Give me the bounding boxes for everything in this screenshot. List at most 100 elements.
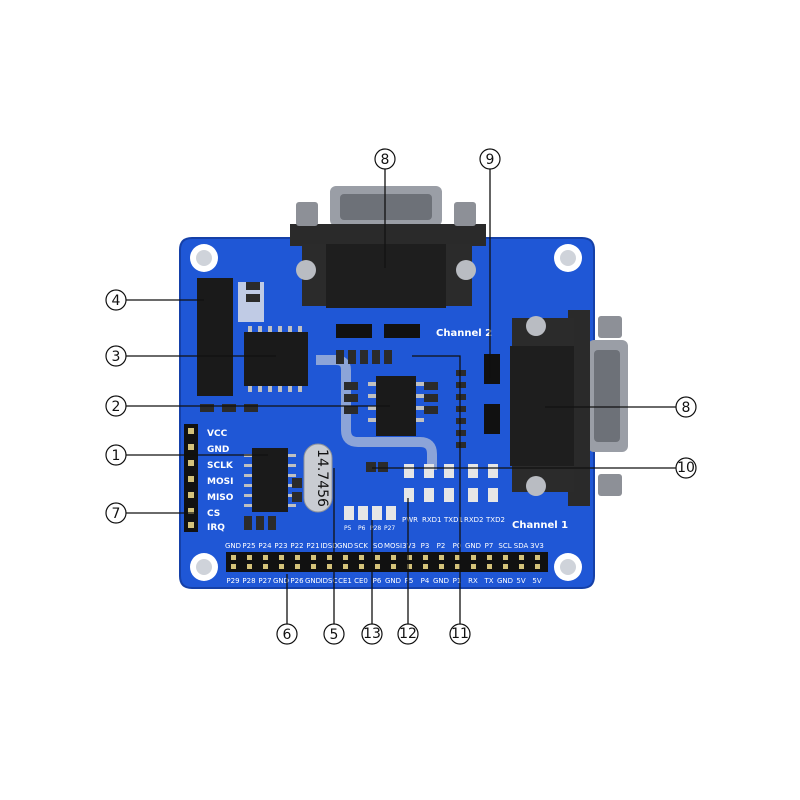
callout-7: 7: [105, 502, 127, 524]
spi-label-gnd: GND: [207, 445, 229, 455]
callout-8-right: 8: [675, 396, 697, 418]
channel1-label: Channel 1: [512, 520, 568, 531]
header-pin: [455, 555, 460, 560]
header-pin: [327, 555, 332, 560]
header-pin: [343, 555, 348, 560]
callout-5: 5: [323, 623, 345, 645]
svg-text:5: 5: [330, 627, 339, 643]
spi-label-vcc: VCC: [207, 429, 228, 439]
header-pin: [407, 555, 412, 560]
header-pin: [455, 564, 460, 569]
solder-jumpers: P5 P6 P28 P27: [344, 506, 396, 532]
header-pin: [327, 564, 332, 569]
header-top-label: SDA: [514, 542, 529, 550]
svg-text:2: 2: [112, 399, 121, 415]
header-top-label: P0: [453, 542, 462, 550]
header-top-label: SCK: [354, 542, 368, 550]
svg-text:6: 6: [283, 627, 292, 643]
header-top-label: GND: [225, 542, 241, 550]
header-pin: [295, 555, 300, 560]
header-top-label: MOSI: [384, 542, 402, 550]
spi-label-miso: MISO: [207, 493, 234, 503]
header-pin: [375, 555, 380, 560]
callout-12: 12: [397, 623, 419, 645]
ic-u1: [244, 448, 296, 512]
header-top-label: P2: [437, 542, 446, 550]
header-pin: [231, 555, 236, 560]
callout-3: 3: [105, 345, 127, 367]
header-bottom-label: P4: [421, 577, 430, 585]
header-bottom-label: 5V: [516, 577, 525, 585]
header-top-label: P3: [421, 542, 430, 550]
db9-connector-channel1: [510, 310, 628, 506]
header-bottom-label: P28: [242, 577, 255, 585]
header-top-label: P24: [258, 542, 272, 550]
led-label-txd2: TXD2: [485, 516, 505, 524]
header-pin: [471, 564, 476, 569]
header-bottom-label: TX: [483, 577, 493, 585]
svg-text:13: 13: [363, 626, 381, 642]
callout-1: 1: [105, 444, 127, 466]
callout-13: 13: [361, 623, 383, 645]
svg-text:11: 11: [451, 626, 469, 642]
header-pin: [423, 555, 428, 560]
led-label-rxd1: RXD1: [422, 516, 442, 524]
header-pin: [471, 555, 476, 560]
header-pin: [535, 564, 540, 569]
header-pin: [359, 555, 364, 560]
spi-pin-header: VCC GND SCLK MOSI MISO CS IRQ: [184, 424, 234, 533]
header-bottom-label: GND: [273, 577, 289, 585]
header-top-label: SCL: [498, 542, 511, 550]
header-bottom-label: P27: [258, 577, 271, 585]
callout-8-top: 8: [374, 148, 396, 170]
header-bottom-label: GND: [497, 577, 513, 585]
header-bottom-label: RX: [468, 577, 478, 585]
header-bottom-label: P26: [290, 577, 304, 585]
svg-text:12: 12: [399, 626, 417, 642]
header-pin: [375, 564, 380, 569]
header-bottom-label: 5V: [532, 577, 541, 585]
header-pin: [423, 564, 428, 569]
svg-text:8: 8: [682, 400, 691, 416]
header-pin: [231, 564, 236, 569]
ic-u3: [244, 326, 308, 392]
header-top-label: GND: [337, 542, 353, 550]
callout-10: 10: [675, 457, 697, 479]
jumper-label-p6: P6: [358, 525, 366, 532]
header-pin: [247, 555, 252, 560]
header-pin: [391, 555, 396, 560]
header-pin: [295, 564, 300, 569]
header-bottom-label: P5: [405, 577, 414, 585]
header-pin: [263, 564, 268, 569]
header-top-label: P7: [485, 542, 494, 550]
header-pin: [535, 555, 540, 560]
header-pin: [311, 564, 316, 569]
jumper-label-p5: P5: [344, 525, 352, 532]
svg-text:1: 1: [112, 448, 121, 464]
spi-label-cs: CS: [207, 509, 220, 519]
header-top-label: 3V3: [530, 542, 544, 550]
header-pin: [391, 564, 396, 569]
led-label-pwr: PWR: [402, 516, 418, 524]
header-bottom-label: GND: [433, 577, 449, 585]
db9-connector-channel2: [290, 186, 486, 308]
header-pin: [359, 564, 364, 569]
header-pin: [487, 555, 492, 560]
header-top-label: ISO: [371, 542, 384, 550]
header-pin: [439, 555, 444, 560]
passive-components: [200, 282, 466, 530]
svg-text:8: 8: [381, 152, 390, 168]
crystal-oscillator: 14.7456: [303, 443, 333, 513]
header-pin: [503, 564, 508, 569]
svg-text:7: 7: [112, 506, 121, 522]
spi-label-mosi: MOSI: [207, 477, 233, 487]
header-pin: [279, 564, 284, 569]
callout-leaders: [124, 168, 677, 624]
header-top-label: P22: [290, 542, 303, 550]
header-pin: [519, 564, 524, 569]
callout-11: 11: [449, 623, 471, 645]
header-pin: [247, 564, 252, 569]
header-top-label: GND: [465, 542, 481, 550]
channel2-label: Channel 2: [436, 328, 492, 339]
